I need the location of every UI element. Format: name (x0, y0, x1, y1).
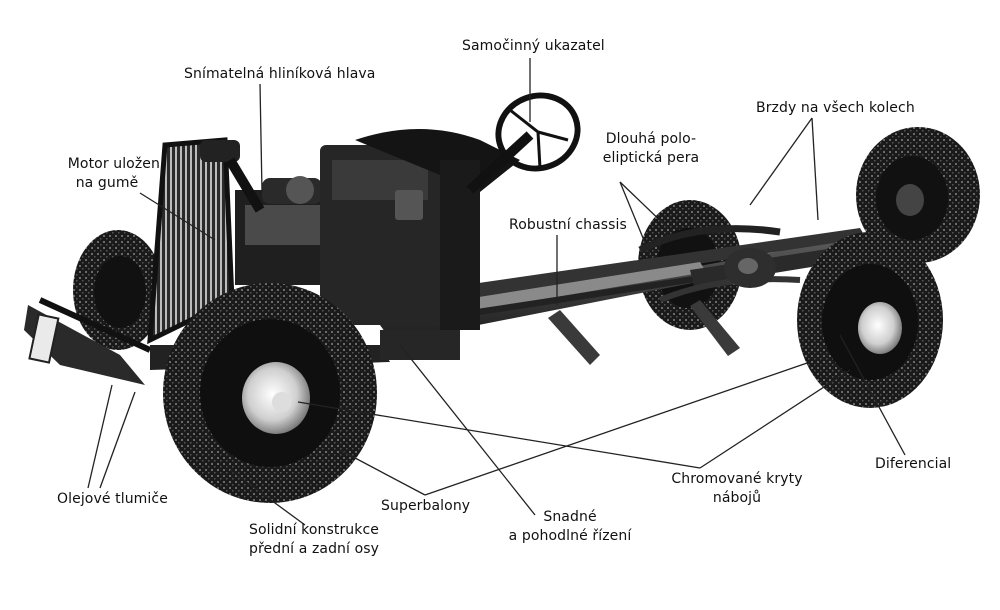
label-motor-ulozen: Motor uložen na gumě (67, 156, 160, 191)
rear-near-wheel (797, 232, 943, 408)
label-brzdy: Brzdy na všech kolech (756, 100, 915, 116)
front-far-wheel (73, 230, 163, 350)
leader-brzdy-a (749, 117, 813, 206)
rear-right-wheel (856, 127, 980, 263)
leader-kryty-b (699, 369, 851, 469)
label-diferencial: Diferencial (875, 456, 952, 472)
leader-lines (87, 58, 906, 526)
leader-motor (139, 192, 216, 241)
leader-superbalony-b (424, 361, 811, 496)
leader-pera-a (619, 181, 669, 229)
leader-tlumice-b (99, 391, 136, 489)
leader-pera-b (619, 181, 651, 256)
engine (235, 145, 440, 325)
leader-diferencial (839, 334, 906, 456)
chassis-frame (380, 225, 904, 365)
leader-superbalony (339, 449, 426, 496)
leader-hlava (259, 83, 263, 193)
label-chromovane-kryty: Chromované kryty nábojů (671, 471, 803, 506)
label-solidni-konstrukce: Solidní konstrukce přední a zadní osy (248, 522, 380, 557)
leader-brzdy-b (811, 117, 819, 221)
front-bumper (24, 297, 152, 385)
label-dlouha-pera: Dlouhá polo- eliptická pera (602, 131, 700, 166)
label-robustni-chassis: Robustní chassis (509, 217, 627, 233)
radiator (147, 137, 265, 345)
front-near-wheel (163, 283, 377, 503)
label-olejove-tlumice: Olejové tlumiče (57, 491, 168, 507)
label-snadne-rizeni: Snadné a pohodlné řízení (508, 509, 632, 544)
leader-tlumice-a (87, 384, 113, 489)
leader-osy (229, 469, 306, 526)
label-samocinny-ukazatel: Samočinný ukazatel (462, 38, 605, 54)
leader-rizeni (399, 344, 536, 516)
label-superbalony: Superbalony (381, 498, 471, 514)
label-snimatelna-hlava: Snímatelná hliníková hlava (184, 66, 376, 82)
steering-wheel (466, 92, 581, 194)
leader-kryty-a (297, 401, 701, 469)
